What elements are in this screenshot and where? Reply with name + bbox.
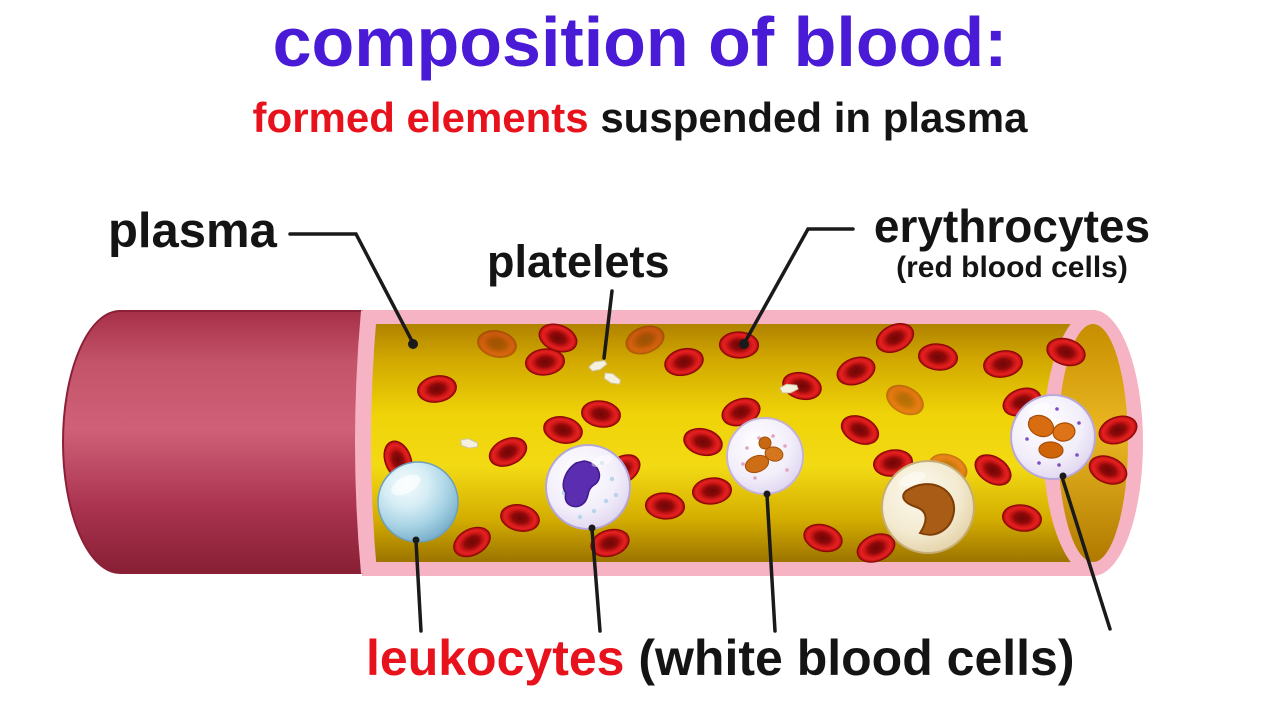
cell-highlight bbox=[1028, 402, 1050, 416]
leukocyte-monocyte bbox=[545, 444, 631, 530]
pointer-dot bbox=[408, 339, 418, 349]
leukocytes-label-main: leukocytes bbox=[366, 630, 625, 686]
cell-nucleus bbox=[902, 483, 956, 536]
page-title: composition of blood: bbox=[272, 3, 1008, 81]
platelets-label: platelets bbox=[487, 236, 670, 287]
leukocyte-lymphocyte bbox=[377, 461, 459, 543]
pointer-dot bbox=[1059, 472, 1067, 480]
leukocyte-pointer-line-1 bbox=[414, 539, 423, 633]
erythrocytes-label: erythrocytes bbox=[873, 200, 1151, 252]
leukocyte-monocyte-large bbox=[881, 460, 975, 554]
subtitle-rest: suspended in plasma bbox=[588, 94, 1028, 141]
leukocyte-pointer-line-3 bbox=[765, 493, 777, 633]
vessel-exterior bbox=[62, 310, 363, 574]
pointer-dots bbox=[408, 339, 1067, 544]
pointer-dot bbox=[588, 524, 596, 532]
plasma-label: plasma bbox=[108, 204, 277, 258]
subtitle-highlight: formed elements bbox=[252, 94, 589, 141]
pointer-dot bbox=[412, 536, 420, 544]
platelets-pointer-line bbox=[602, 289, 614, 360]
leukocyte-eosinophil bbox=[726, 417, 804, 495]
erythrocytes-sublabel: (red blood cells) bbox=[896, 251, 1128, 285]
pointer-lines bbox=[288, 227, 1112, 633]
plasma-pointer-line bbox=[288, 232, 415, 345]
cell-nucleus-lobes bbox=[1027, 414, 1076, 459]
cell-highlight bbox=[591, 454, 613, 468]
cell-highlight bbox=[898, 471, 926, 487]
pointer-dot bbox=[763, 490, 771, 498]
vessel-wall-cut-edge bbox=[355, 310, 377, 574]
erythrocytes-label-group: erythrocytes (red blood cells) bbox=[842, 202, 1182, 284]
leukocyte-neutrophil bbox=[1010, 394, 1096, 480]
cell-highlight bbox=[391, 474, 421, 496]
leukocyte-pointer-line-4 bbox=[1060, 475, 1112, 631]
erythrocytes-pointer-line bbox=[743, 227, 855, 344]
leukocytes-label: leukocytes (white blood cells) bbox=[366, 632, 1075, 685]
cell-granules bbox=[744, 436, 784, 474]
leukocytes-layer bbox=[377, 394, 1096, 554]
cell-nucleus bbox=[562, 460, 601, 508]
leukocyte-pointer-line-2 bbox=[590, 527, 602, 633]
page-subtitle: formed elements suspended in plasma bbox=[0, 94, 1280, 142]
pointer-dot bbox=[739, 339, 749, 349]
cell-speckles bbox=[741, 434, 789, 480]
leukocytes-label-sub: (white blood cells) bbox=[624, 630, 1075, 686]
